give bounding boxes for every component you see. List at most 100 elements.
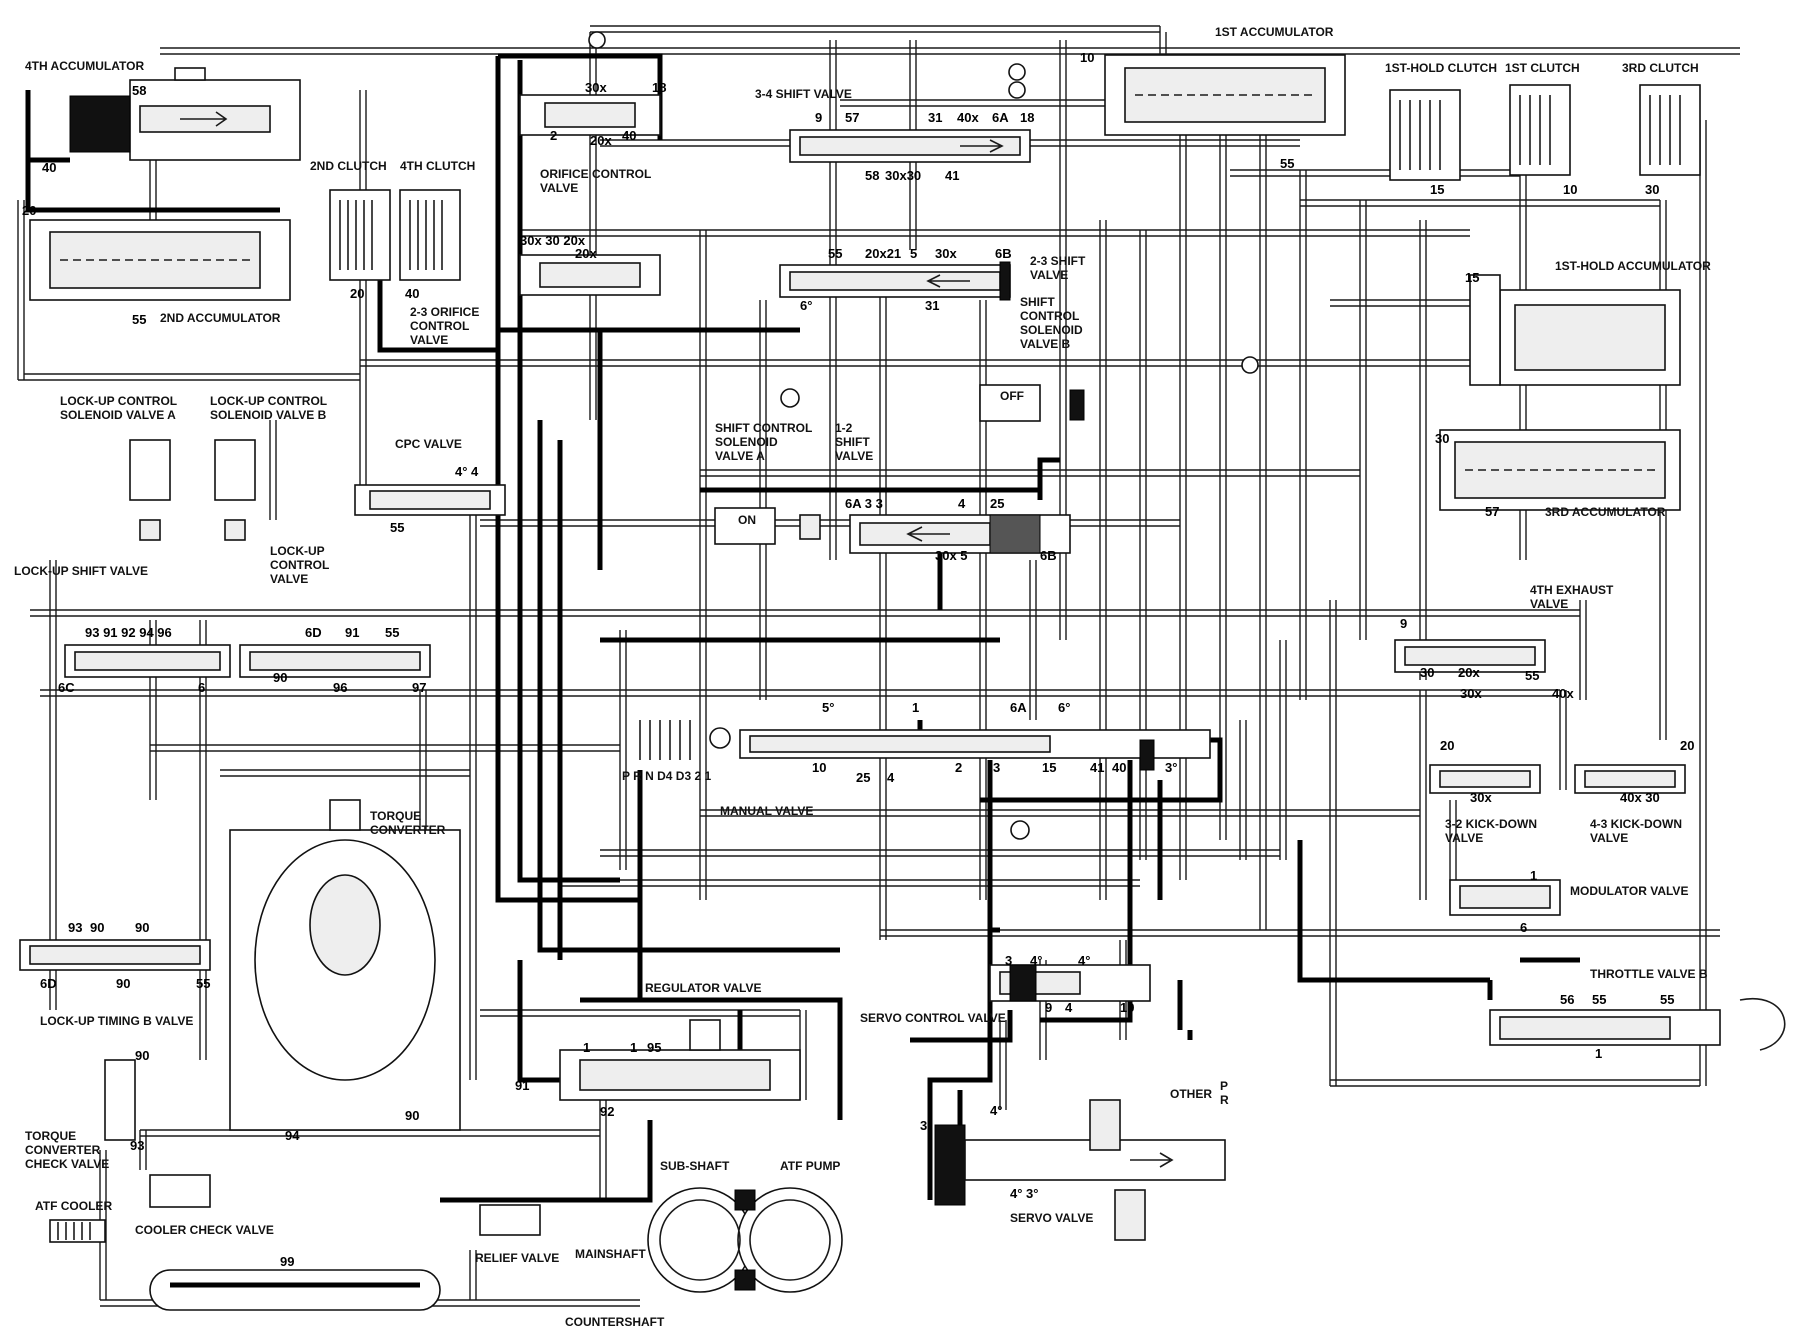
regulator-valve (559, 1019, 801, 1101)
label-lockup-timing-b: LOCK-UP TIMING B VALVE (40, 1014, 193, 1028)
label-23-orifice-line1: 2-3 ORIFICE (410, 305, 479, 319)
2nd-clutch (329, 189, 391, 281)
label-orifice-control-line1: ORIFICE CONTROL (540, 167, 651, 181)
port-label: 40 (405, 286, 419, 301)
label-lockup-b-line1: LOCK-UP CONTROL (210, 394, 327, 408)
port-numbers: 58 40 20 55 20 40 30x 18 2 20x 40 9 57 3… (22, 50, 1694, 1269)
port-label: 20x (1458, 665, 1480, 680)
label-lockup-a-line1: LOCK-UP CONTROL (60, 394, 177, 408)
label-12-shift-line2: SHIFT (835, 435, 870, 449)
port-label: 6A (992, 110, 1009, 125)
port-label: 90 (116, 976, 130, 991)
4th-exhaust-valve (1394, 639, 1546, 673)
port-label: 56 (1560, 992, 1574, 1007)
port-label: 4° (1078, 953, 1090, 968)
port-label: 10 (1120, 1000, 1134, 1015)
label-cpc-valve: CPC VALVE (395, 437, 462, 451)
port-label: 40x (957, 110, 979, 125)
port-label: 55 (385, 625, 399, 640)
port-label: 41 (1090, 760, 1104, 775)
2-3-shift-valve (779, 261, 1011, 301)
port-label: 6A 3 3 (845, 496, 883, 511)
port-label: 9 (815, 110, 822, 125)
port-label: 96 (333, 680, 347, 695)
component-labels: 4TH ACCUMULATOR 2ND ACCUMULATOR 2ND CLUT… (14, 25, 1711, 1329)
label-solenoid-a-line2: SOLENOID (715, 435, 778, 449)
port-label: 2 (550, 128, 557, 143)
label-servo-valve: SERVO VALVE (1010, 1211, 1093, 1225)
label-12-shift-line3: VALVE (835, 449, 873, 463)
port-label: 40 (622, 128, 636, 143)
lockup-solenoid-b (214, 439, 256, 541)
port-label: 30 (1420, 665, 1434, 680)
label-4th-exhaust-line2: VALVE (1530, 597, 1568, 611)
label-torque-converter-line2: CONVERTER (370, 823, 446, 837)
port-label: 93 (68, 920, 82, 935)
port-label: 1 (583, 1040, 590, 1055)
3-4-shift-valve (789, 129, 1031, 163)
port-label: 55 (196, 976, 210, 991)
port-label: 6° (1058, 700, 1070, 715)
label-1st-hold-accumulator: 1ST-HOLD ACCUMULATOR (1555, 259, 1711, 273)
label-2nd-clutch: 2ND CLUTCH (310, 159, 387, 173)
label-atf-pump: ATF PUMP (780, 1159, 840, 1173)
label-gear-positions: P R N D4 D3 2 1 (622, 769, 711, 783)
port-label: 4° 4 (455, 464, 479, 479)
port-label: 9 (1045, 1000, 1052, 1015)
port-label: 6 (198, 680, 205, 695)
label-solenoid-a-line1: SHIFT CONTROL (715, 421, 812, 435)
port-label: 57 (845, 110, 859, 125)
lockup-shift-valve (64, 644, 231, 678)
port-label: 58 (132, 83, 146, 98)
check-balls (588, 31, 1259, 840)
lockup-solenoid-a (129, 439, 171, 541)
port-label: 10 (1080, 50, 1094, 65)
label-12-shift-line1: 1-2 (835, 421, 853, 435)
port-label: 9 (1400, 616, 1407, 631)
port-label: 25 (856, 770, 870, 785)
label-solenoid-b-line1: SHIFT (1020, 295, 1055, 309)
port-label: 3° (1165, 760, 1177, 775)
port-label: 92 (600, 1104, 614, 1119)
port-label: 30x 30 20x (520, 233, 586, 248)
port-label: 1 (630, 1040, 637, 1055)
port-label: 20x (590, 133, 612, 148)
port-label: 30x (585, 80, 607, 95)
port-label: 3° (920, 1118, 932, 1133)
port-label: 6A (1010, 700, 1027, 715)
label-lockup-a-line2: SOLENOID VALVE A (60, 408, 176, 422)
label-countershaft: COUNTERSHAFT (565, 1315, 665, 1329)
label-atf-cooler: ATF COOLER (35, 1199, 112, 1213)
1st-accumulator (1104, 54, 1346, 136)
label-r: R (1220, 1093, 1229, 1107)
port-label: 40 (42, 160, 56, 175)
port-label: 55 (828, 246, 842, 261)
port-label: 90 (273, 670, 287, 685)
port-label: 94 (285, 1128, 300, 1143)
label-throttle-valve-b: THROTTLE VALVE B (1590, 967, 1708, 981)
port-label: 25 (990, 496, 1004, 511)
port-label: 31 (925, 298, 939, 313)
port-label: 6B (1040, 548, 1057, 563)
label-23-orifice-line2: CONTROL (410, 319, 469, 333)
orifice-control-valve (519, 94, 661, 136)
port-label: 15 (1465, 270, 1479, 285)
label-lockup-control-line3: VALVE (270, 572, 308, 586)
1st-hold-accumulator (1469, 274, 1681, 386)
1st-clutch (1509, 84, 1571, 176)
label-sub-shaft: SUB-SHAFT (660, 1159, 730, 1173)
label-on: ON (738, 513, 756, 527)
port-label: 55 (1660, 992, 1674, 1007)
label-4th-clutch: 4TH CLUTCH (400, 159, 475, 173)
port-label: 55 (1525, 668, 1539, 683)
manual-valve (639, 720, 1211, 771)
port-label: 4 (958, 496, 966, 511)
label-mainshaft: MAINSHAFT (575, 1247, 646, 1261)
port-label: 30 (1645, 182, 1659, 197)
label-manual-valve: MANUAL VALVE (720, 804, 813, 818)
port-label: 55 (132, 312, 146, 327)
cooler-check-valve (149, 1174, 211, 1208)
port-label: 4 (1065, 1000, 1073, 1015)
4-3-kickdown-valve (1574, 764, 1686, 794)
2nd-accumulator (29, 219, 291, 301)
